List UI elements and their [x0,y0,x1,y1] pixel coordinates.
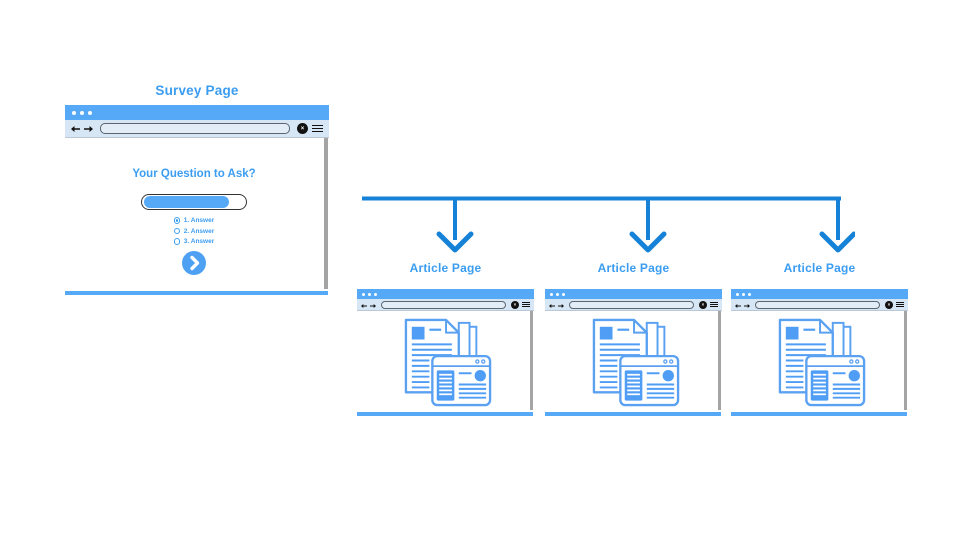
url-bar[interactable] [100,123,290,134]
radio-icon[interactable] [173,238,181,245]
browser-toolbar: × [65,120,329,138]
progress-bar [141,194,247,211]
forward-arrow-icon[interactable] [370,296,376,314]
article-page-title-1: Article Page [409,261,482,275]
menu-icon[interactable] [312,124,323,133]
window-scrollbar[interactable] [904,311,907,410]
window-scrollbar[interactable] [718,311,721,410]
progress-fill [143,196,230,209]
radio-label: 2. Answer [183,227,215,235]
account-icon[interactable]: × [297,123,308,134]
window-control-dots-icon [550,292,565,296]
account-icon[interactable]: × [885,300,893,309]
article-documents-illustration [403,317,493,407]
account-icon[interactable]: × [699,300,707,309]
radio-label: 1. Answer [183,217,215,225]
forward-arrow-icon[interactable] [558,296,564,314]
window-dot-icon [72,110,76,115]
back-arrow-icon[interactable] [735,296,741,314]
window-footer-bar [357,412,533,416]
article-content [545,311,717,408]
url-bar[interactable] [381,300,506,309]
radio-icon[interactable] [173,227,181,235]
window-control-dots-icon [362,292,377,296]
next-button[interactable] [182,250,206,275]
back-arrow-icon[interactable] [361,296,367,314]
window-control-dots-icon [736,292,751,296]
article-browser-window-1: × [357,289,534,416]
article-browser-window-2: × [545,289,722,416]
answer-radio-group: 1. Answer 2. Answer 3. Answer [173,215,215,247]
window-title-bar [357,289,534,299]
account-icon[interactable]: × [511,300,519,309]
window-scrollbar[interactable] [324,138,328,289]
forward-arrow-icon[interactable] [84,120,93,138]
radio-label: 3. Answer [183,238,215,246]
menu-icon[interactable] [710,301,718,308]
article-page-title-3: Article Page [783,261,856,275]
article-content [357,311,529,408]
window-footer-bar [65,291,328,295]
window-title-bar [545,289,722,299]
window-footer-bar [731,412,907,416]
browser-toolbar: × [357,299,534,311]
chevron-right-icon [190,255,200,271]
back-arrow-icon[interactable] [549,296,555,314]
survey-page-title: Survey Page [155,83,239,98]
browser-toolbar: × [545,299,722,311]
article-documents-illustration [591,317,681,407]
radio-icon[interactable] [173,217,181,224]
radio-option-3[interactable]: 3. Answer [173,236,215,247]
url-bar[interactable] [755,300,880,309]
browser-toolbar: × [731,299,908,311]
article-page-title-2: Article Page [597,261,670,275]
window-dot-icon [88,110,92,115]
window-footer-bar [545,412,721,416]
article-content [731,311,903,408]
survey-content: Your Question to Ask? 1. Answer 2. Answe… [65,138,323,275]
forward-arrow-icon[interactable] [744,296,750,314]
radio-option-1[interactable]: 1. Answer [173,215,215,226]
menu-icon[interactable] [896,301,904,308]
flow-arrows [362,196,855,253]
window-title-bar [731,289,908,299]
window-scrollbar[interactable] [530,311,533,410]
window-control-dots-icon [72,110,92,115]
back-arrow-icon[interactable] [71,120,80,138]
menu-icon[interactable] [522,301,530,308]
article-documents-illustration [777,317,867,407]
url-bar[interactable] [569,300,694,309]
article-browser-window-3: × [731,289,908,416]
survey-browser-window: × Your Question to Ask? 1. Answer 2. Ans… [65,105,329,295]
window-title-bar [65,105,329,120]
radio-option-2[interactable]: 2. Answer [173,226,215,237]
window-dot-icon [80,110,84,115]
survey-question: Your Question to Ask? [132,168,256,180]
